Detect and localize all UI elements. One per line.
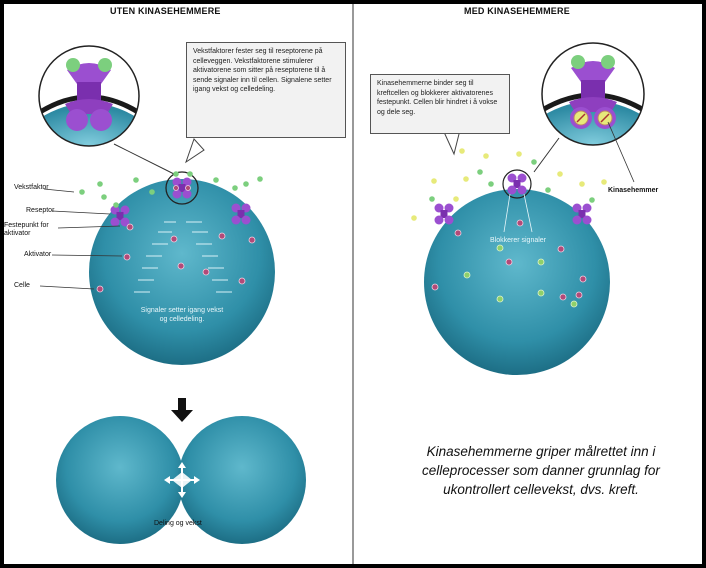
info-box-right: Kinasehemmerne binder seg til kreftcelle… xyxy=(370,74,510,134)
label-vekstfaktor: Vekstfaktor xyxy=(14,184,49,191)
label-celle: Celle xyxy=(14,282,30,289)
caption: Kinasehemmerne griper målrettet inn i ce… xyxy=(422,444,660,497)
right-header: MED KINASEHEMMERE xyxy=(464,6,570,16)
diagram-illustration xyxy=(38,4,645,564)
label-aktivator: Aktivator xyxy=(24,251,52,258)
info-box-left: Vekstfaktorer fester seg til reseptorene… xyxy=(186,42,346,138)
dividing-cells xyxy=(56,416,306,544)
zoom-circle-right xyxy=(541,42,645,146)
signal-text: Signaler setter igang vekst og celledeli… xyxy=(140,307,224,323)
cell-left xyxy=(89,179,275,365)
label-reseptor: Reseptor xyxy=(26,207,55,214)
kinasehemmer-label: Kinasehemmer xyxy=(608,187,659,194)
left-header: UTEN KINASEHEMMERE xyxy=(110,6,221,16)
label-festepunkt: Festepunkt for aktivator xyxy=(4,222,49,237)
cell-right xyxy=(424,189,610,375)
figure-panel: UTEN KINASEHEMMERE MED KINASEHEMMERE xyxy=(4,4,702,564)
zoom-circle-left xyxy=(38,45,140,147)
blokkerer-label: Blokkerer signaler xyxy=(489,237,547,244)
division-label: Deling og vekst xyxy=(154,520,202,527)
